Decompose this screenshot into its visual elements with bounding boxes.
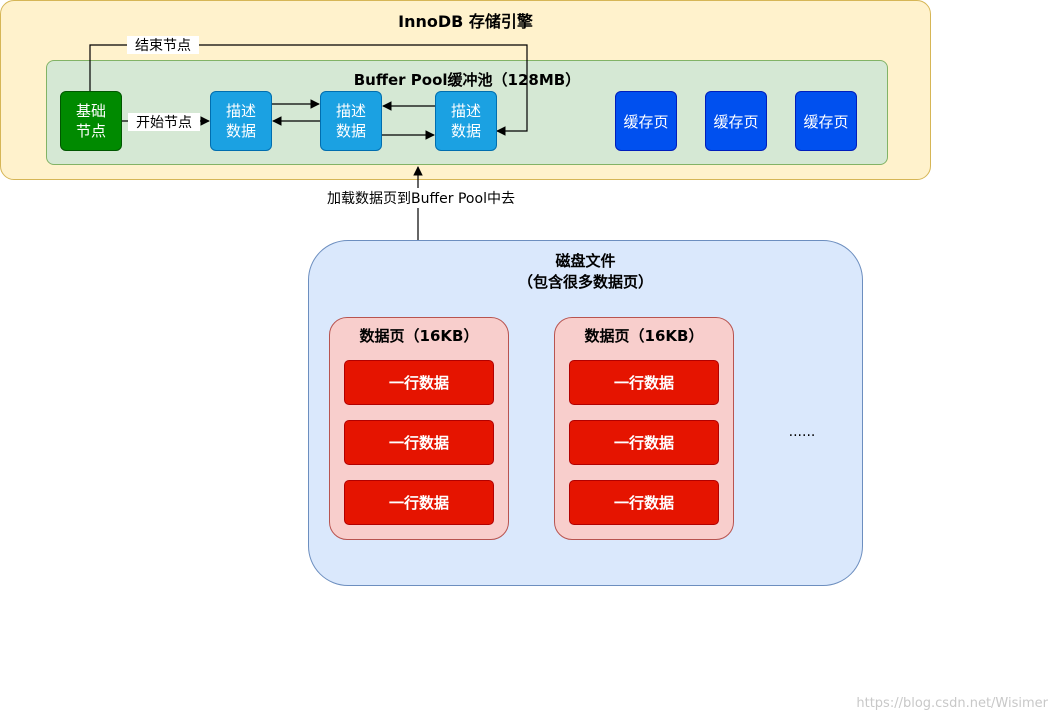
data-row: 一行数据 — [344, 480, 494, 525]
end-node-connector — [89, 44, 528, 136]
base-node: 基础 节点 — [60, 91, 122, 151]
load-label: 加载数据页到Buffer Pool中去 — [312, 188, 530, 208]
disk-title-line2: （包含很多数据页） — [517, 273, 653, 291]
data-row: 一行数据 — [569, 480, 719, 525]
watermark: https://blog.csdn.net/Wisimer — [856, 696, 1048, 711]
descriptor-node-3: 描述 数据 — [435, 91, 497, 151]
start-node-label: 开始节点 — [128, 113, 200, 131]
descriptor-node-2: 描述 数据 — [320, 91, 382, 151]
data-row: 一行数据 — [344, 420, 494, 465]
descriptor-line2: 数据 — [450, 122, 481, 140]
end-node-label: 结束节点 — [127, 36, 199, 54]
data-page-title: 数据页（16KB） — [584, 326, 704, 345]
base-node-line1: 基础 — [75, 102, 106, 120]
descriptor-line2: 数据 — [335, 122, 366, 140]
disk-file-title: 磁盘文件 （包含很多数据页） — [308, 250, 863, 294]
cache-page-3: 缓存页 — [795, 91, 857, 151]
descriptor-line2: 数据 — [225, 122, 256, 140]
disk-title-line1: 磁盘文件 — [555, 252, 616, 270]
descriptor-line1: 描述 — [335, 102, 366, 120]
cache-page-2: 缓存页 — [705, 91, 767, 151]
more-pages-ellipsis: ...... — [788, 424, 816, 440]
data-row: 一行数据 — [569, 420, 719, 465]
descriptor-line1: 描述 — [225, 102, 256, 120]
cache-page-1: 缓存页 — [615, 91, 677, 151]
data-page-title: 数据页（16KB） — [359, 326, 479, 345]
base-node-line2: 节点 — [75, 122, 106, 140]
innodb-title: InnoDB 存储引擎 — [398, 12, 533, 31]
data-row: 一行数据 — [569, 360, 719, 405]
descriptor-line1: 描述 — [450, 102, 481, 120]
buffer-pool-title: Buffer Pool缓冲池（128MB） — [353, 70, 581, 89]
data-row: 一行数据 — [344, 360, 494, 405]
descriptor-node-1: 描述 数据 — [210, 91, 272, 151]
